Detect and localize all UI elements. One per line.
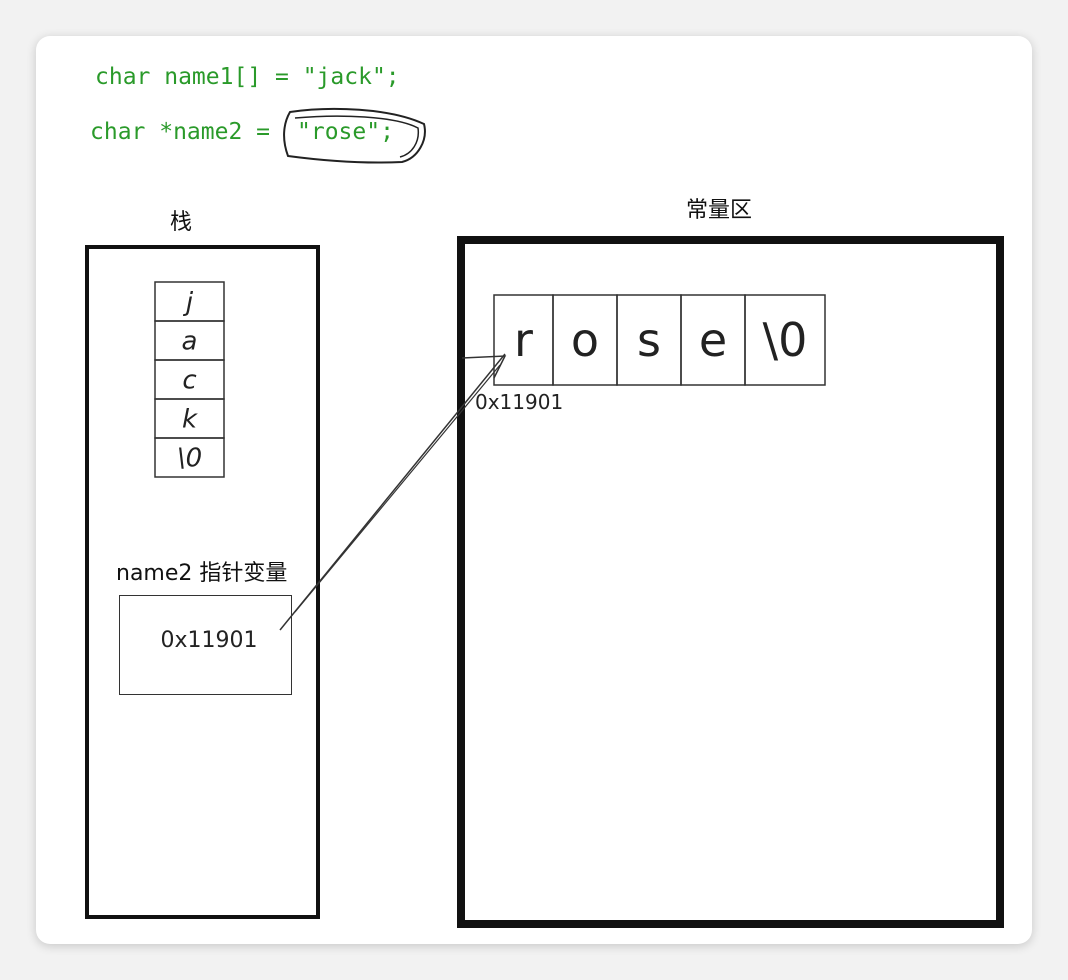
pointer-arrow-head [461,355,507,379]
stack-region [85,245,320,919]
rose-cell-char: r [514,313,533,367]
rose-cell [744,294,826,386]
pointer-value: 0x11901 [160,628,258,653]
constant-area-region [457,236,1004,928]
diagram-card [36,36,1032,944]
rose-cell-char: s [637,313,661,367]
name1-cell-char: \0 [177,444,202,474]
code-line-name2-prefix: char *name2 = [90,119,284,145]
pointer-variable-label: name2 指针变量 [116,561,288,586]
string-address-label: 0x11901 [475,390,564,414]
rose-cell-char: e [699,313,727,367]
code-line-name2-literal: "rose"; [297,119,394,145]
pointer-arrow-line-2 [294,364,501,613]
pointer-variable-box [119,595,292,695]
name1-cell-char: c [182,366,196,396]
name1-cell-char: a [182,327,198,357]
rose-cell-char: \0 [763,313,808,367]
code-line-name1: char name1[] = "jack"; [95,64,400,90]
name1-array: jack \0 [154,281,225,478]
constant-area-title: 常量区 [686,198,753,223]
literal-highlight-inner [294,115,420,158]
name1-cell [154,437,225,478]
name1-cell-char: k [182,405,198,435]
name1-cell-char: j [183,288,194,318]
stack-title: 栈 [170,210,193,235]
rose-cell-char: o [571,313,599,367]
literal-highlight-loop [283,107,426,164]
